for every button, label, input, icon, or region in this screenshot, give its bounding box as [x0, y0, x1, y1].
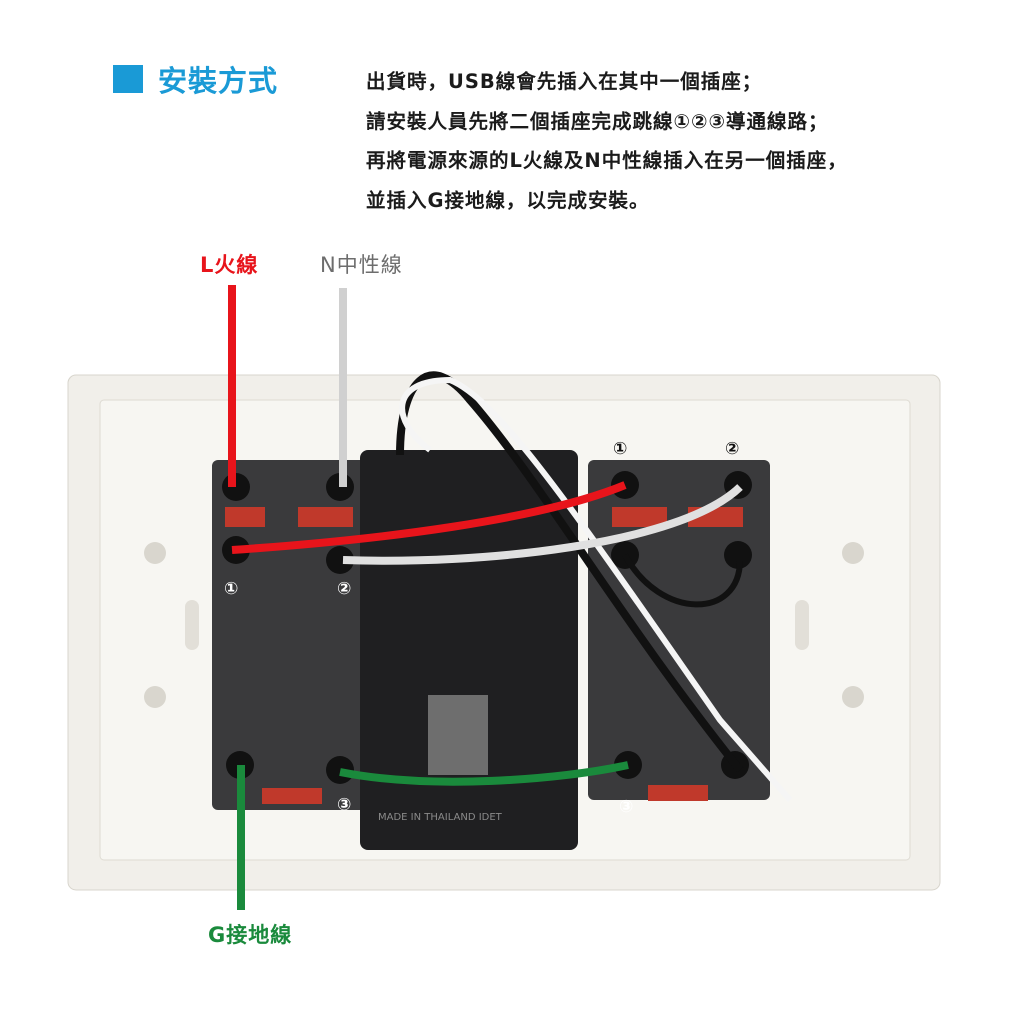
release-tab	[648, 785, 708, 801]
mount-slot	[795, 600, 809, 650]
ground-jumper	[339, 761, 629, 786]
instruction-line: 出貨時，USB線會先插入在其中一個插座；	[366, 70, 763, 93]
mount-slot	[185, 600, 199, 650]
screw-hole	[842, 686, 864, 708]
marker-right-2: ②	[725, 439, 739, 459]
neutral-jumper	[342, 484, 743, 565]
release-tab	[298, 507, 353, 527]
section-marker-icon	[113, 65, 143, 93]
screw-hole	[144, 542, 166, 564]
marker-right-1: ①	[613, 439, 627, 459]
screw-hole	[842, 542, 864, 564]
neutral-wire-label: N中性線	[320, 253, 403, 277]
instructions: 出貨時，USB線會先插入在其中一個插座； 請安裝人員先將二個插座完成跳線①②③導…	[366, 62, 848, 220]
usb-cable-white	[399, 376, 793, 802]
qr-code	[428, 695, 488, 775]
marker-left-3: ③	[337, 795, 351, 815]
section-title: 安裝方式	[158, 64, 279, 98]
terminal-hole	[326, 546, 354, 574]
instruction-line: 請安裝人員先將二個插座完成跳線①②③導通線路；	[366, 109, 829, 133]
usb-cable-black-2	[622, 553, 743, 608]
release-tab	[262, 788, 322, 804]
release-tab	[225, 507, 265, 527]
live-wire-label: L火線	[200, 253, 259, 277]
marker-left-2: ②	[337, 579, 351, 599]
release-tab	[612, 507, 667, 527]
marker-left-1: ①	[224, 579, 238, 599]
module-text: MADE IN THAILAND IDET	[378, 812, 503, 823]
screw-hole	[144, 686, 166, 708]
marker-right-3: ③	[619, 797, 633, 817]
terminal-hole	[724, 541, 752, 569]
live-jumper	[231, 481, 627, 554]
instruction-line: 再將電源來源的L火線及N中性線插入在另一個插座，	[366, 149, 848, 172]
ground-wire-label: G接地線	[208, 923, 293, 947]
instruction-line: 並插入G接地線，以完成安裝。	[366, 188, 650, 212]
